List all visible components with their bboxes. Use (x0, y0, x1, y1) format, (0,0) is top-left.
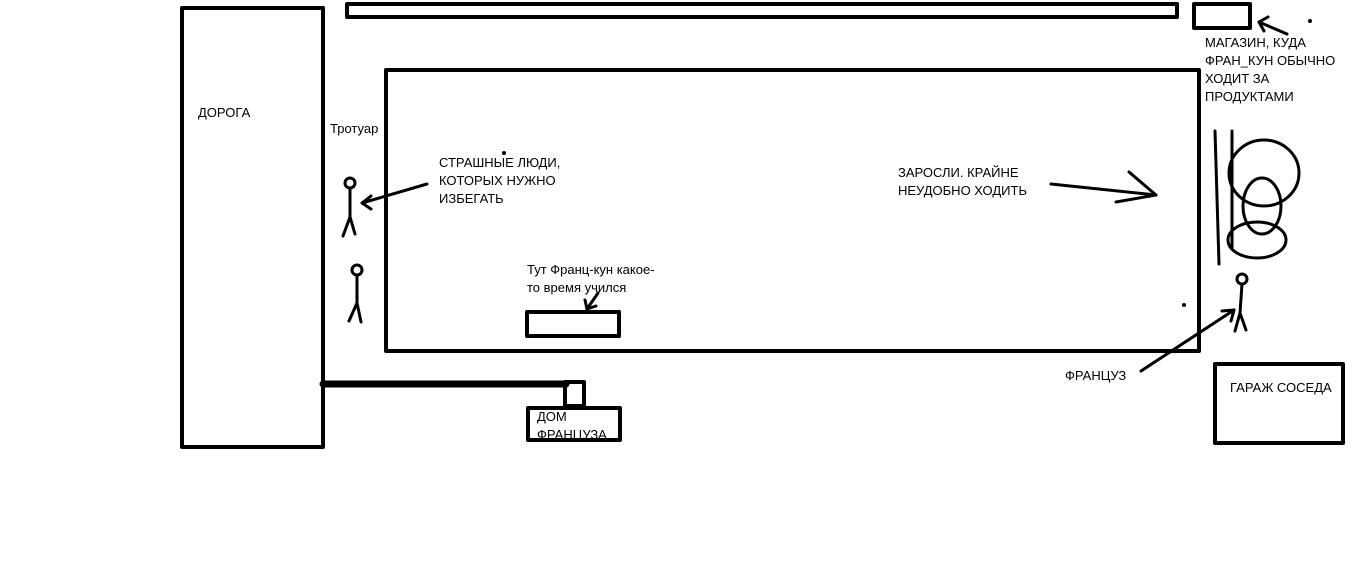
school-label: Тут Франц-кун какое- то время учился (527, 262, 655, 295)
scary-people-arrow (360, 182, 429, 211)
garage-shape (1213, 362, 1345, 445)
school-shape (525, 310, 621, 338)
top-strip-shape (345, 2, 1179, 19)
shop-arrow (1257, 15, 1289, 36)
house-chimney-shape (563, 380, 586, 408)
shop-label: МАГАЗИН, КУДА ФРАН_КУН ОБЫЧНО ХОДИТ ЗА П… (1205, 35, 1336, 104)
house-label: ДОМ ФРАНЦУЗА (537, 409, 607, 442)
thicket-label: ЗАРОСЛИ. КРАЙНЕ НЕУДОБНО ХОДИТЬ (898, 165, 1027, 198)
road-shape (180, 6, 325, 449)
frenchman-arrow (1139, 308, 1236, 373)
thicket-arrow (1049, 170, 1158, 204)
tree-sketch (1213, 129, 1301, 266)
scary-people-label: СТРАШНЫЕ ЛЮДИ, КОТОРЫХ НУЖНО ИЗБЕГАТЬ (439, 155, 561, 206)
scary-person-figure-1 (341, 176, 357, 238)
frenchman-figure (1233, 272, 1249, 333)
garage-label: ГАРАЖ СОСЕДА (1230, 380, 1332, 395)
thicket-block-shape (384, 68, 1201, 353)
road-label: ДОРОГА (198, 105, 251, 120)
sidewalk-label: Тротуар (330, 121, 379, 136)
shop-shape (1192, 2, 1252, 30)
stray-dots (502, 19, 1312, 307)
school-arrow (583, 291, 600, 311)
frenchman-label: ФРАНЦУЗ (1065, 368, 1127, 383)
scary-person-figure-2 (347, 263, 364, 324)
